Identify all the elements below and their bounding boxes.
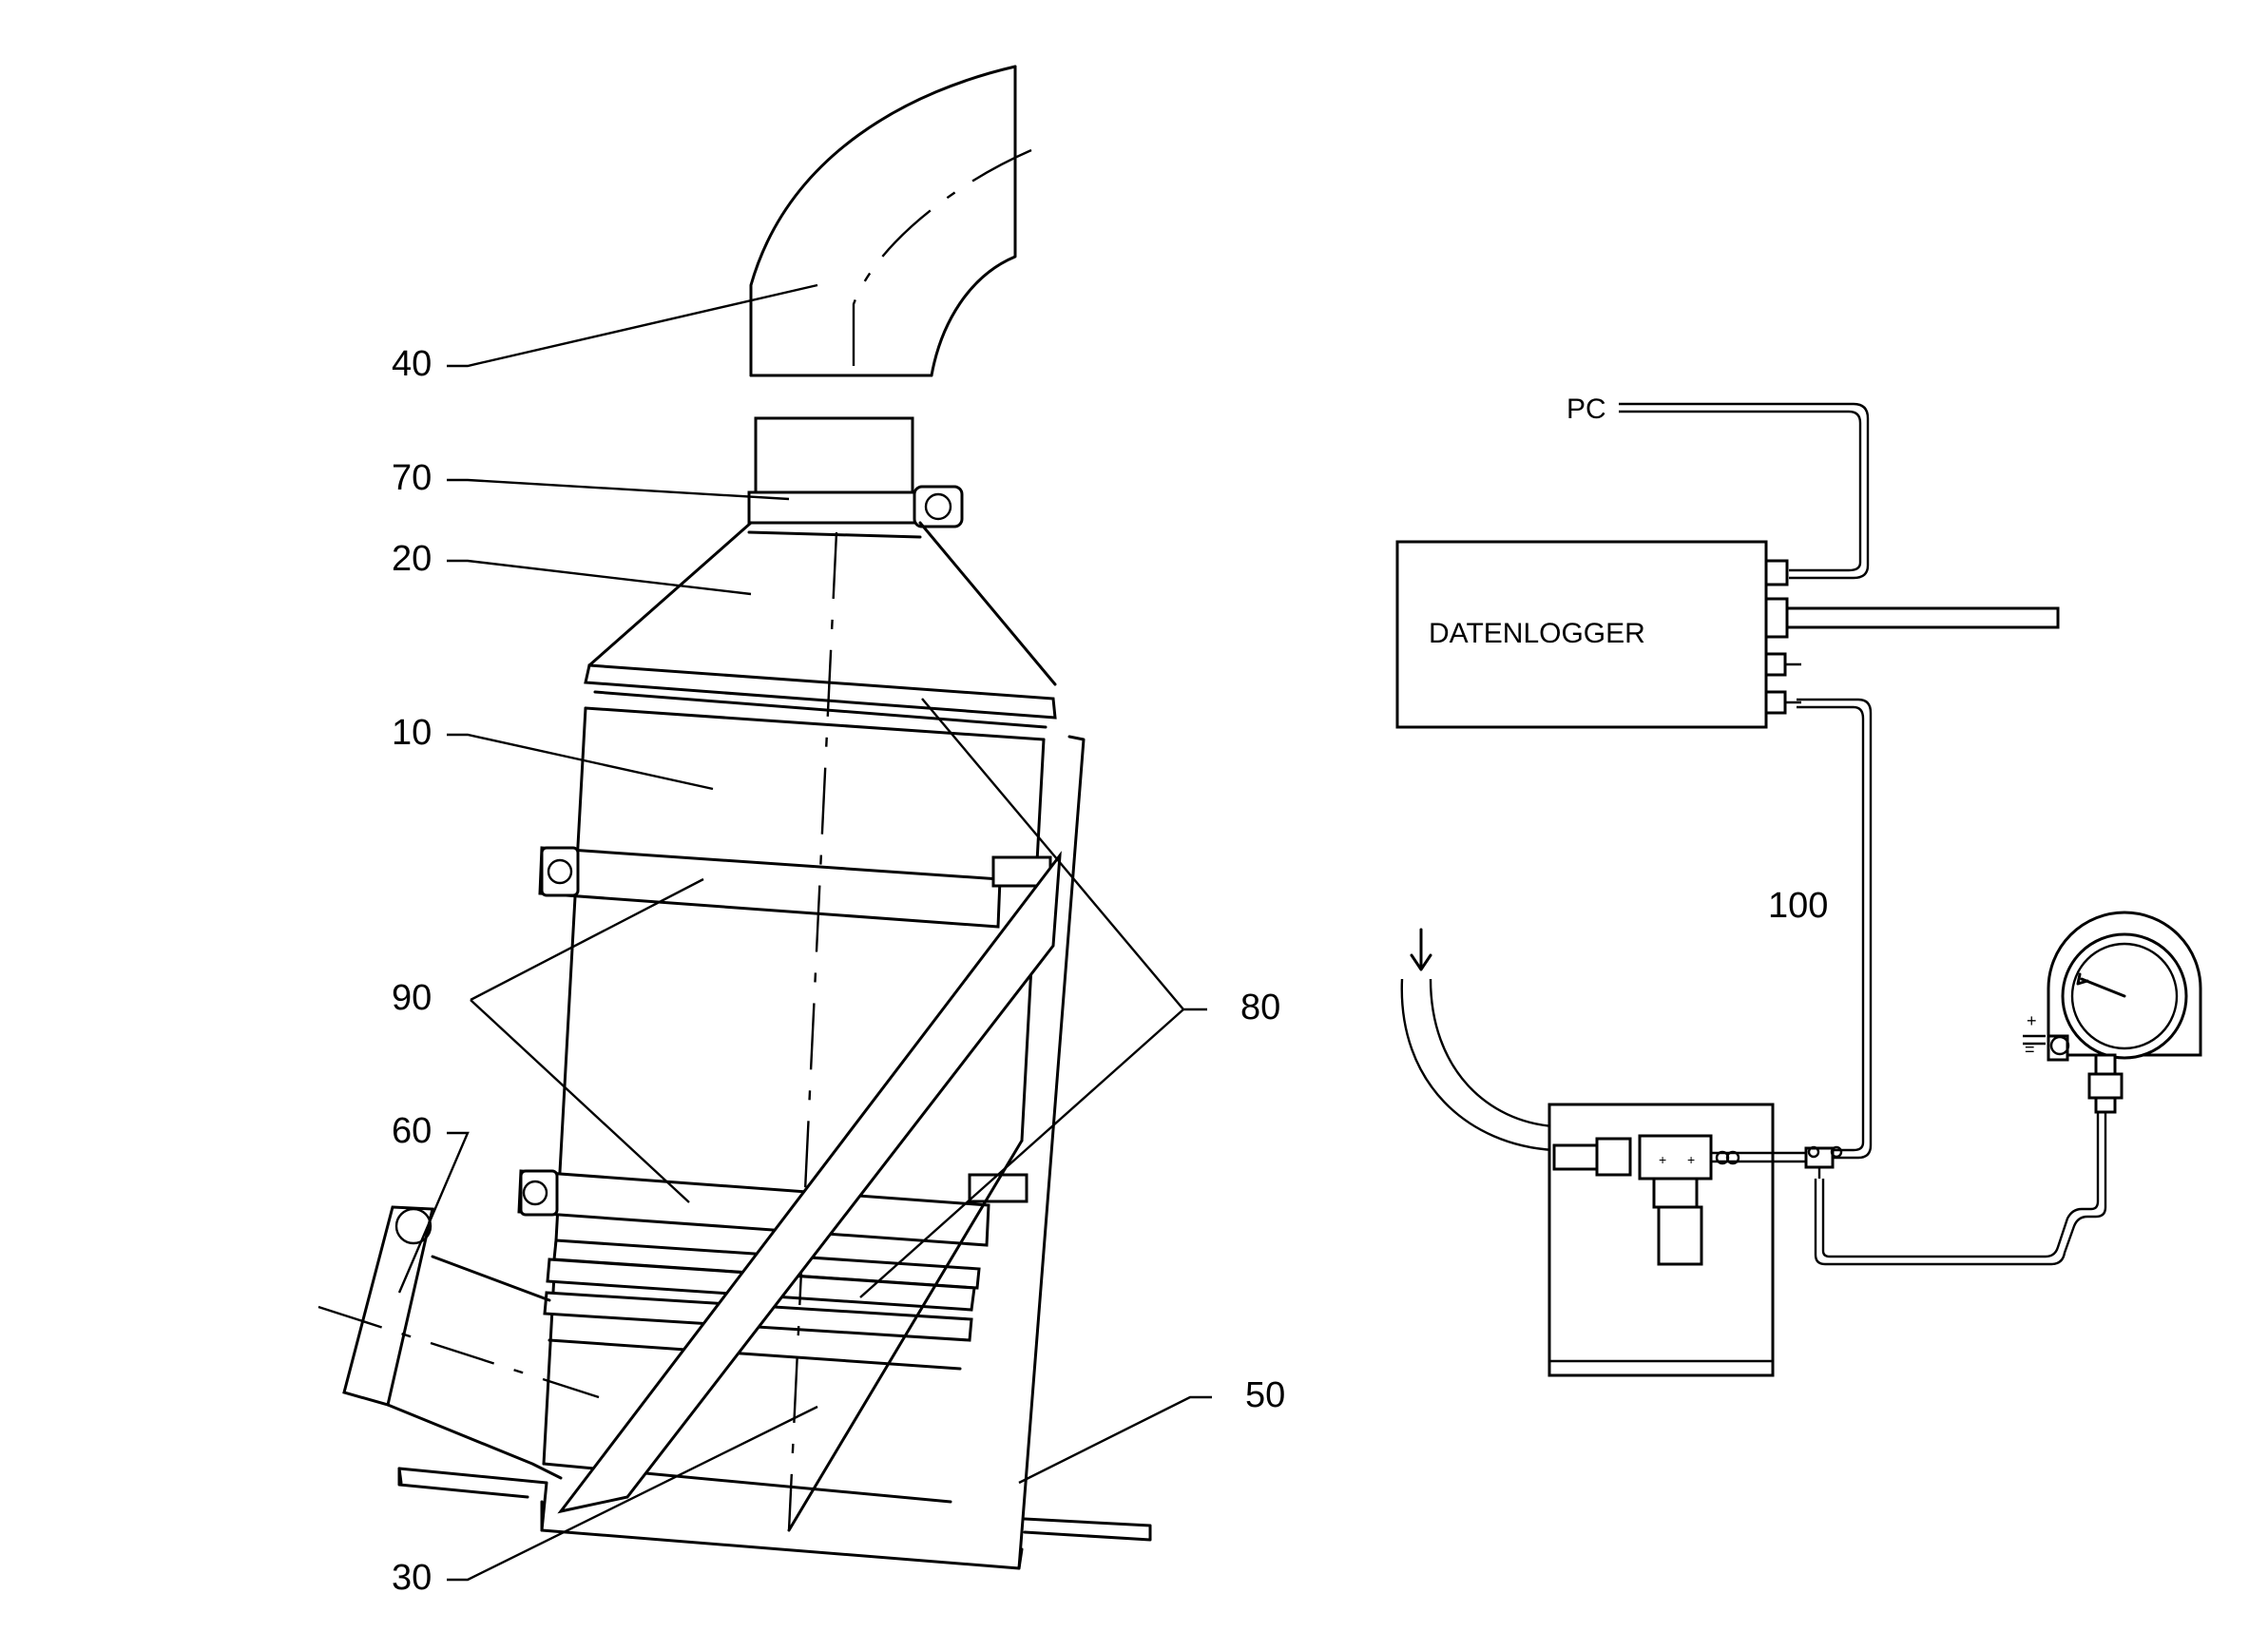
measurement-schematic: PC DATENLOGGER 100 + + xyxy=(1395,394,2202,1377)
label-50: 50 xyxy=(1245,1375,1285,1415)
diagonal-braces xyxy=(557,851,1062,1532)
label-60: 60 xyxy=(392,1111,432,1151)
label-70: 70 xyxy=(392,458,432,498)
leader-lines xyxy=(397,283,1212,1582)
outlet-elbow-pipe xyxy=(749,65,1032,377)
datalogger-label: DATENLOGGER xyxy=(1429,618,1645,649)
label-20: 20 xyxy=(392,539,432,579)
label-90: 90 xyxy=(392,978,432,1018)
down-arrow-icon xyxy=(1410,928,1432,971)
filter-apparatus xyxy=(317,65,1152,1570)
gauge-plus-label: + xyxy=(2027,1011,2037,1030)
label-30: 30 xyxy=(392,1558,432,1598)
gauge-minus-label: = xyxy=(2025,1040,2035,1059)
pressure-gauge-icon: + = xyxy=(2023,911,2202,1114)
datalogger-box xyxy=(1395,540,1768,729)
cone-transition xyxy=(587,521,1057,686)
svg-text:+: + xyxy=(1659,1152,1666,1167)
pc-label: PC xyxy=(1566,394,1606,425)
label-10: 10 xyxy=(392,713,432,753)
left-reference-numerals: 40 70 20 10 90 60 30 80 50 xyxy=(392,344,1285,1598)
pipe-clamp xyxy=(747,416,964,528)
inlet-pipe xyxy=(317,1205,600,1480)
svg-text:+: + xyxy=(1687,1152,1695,1167)
label-80: 80 xyxy=(1240,988,1280,1027)
label-40: 40 xyxy=(392,344,432,384)
line-100-label: 100 xyxy=(1768,886,1828,926)
